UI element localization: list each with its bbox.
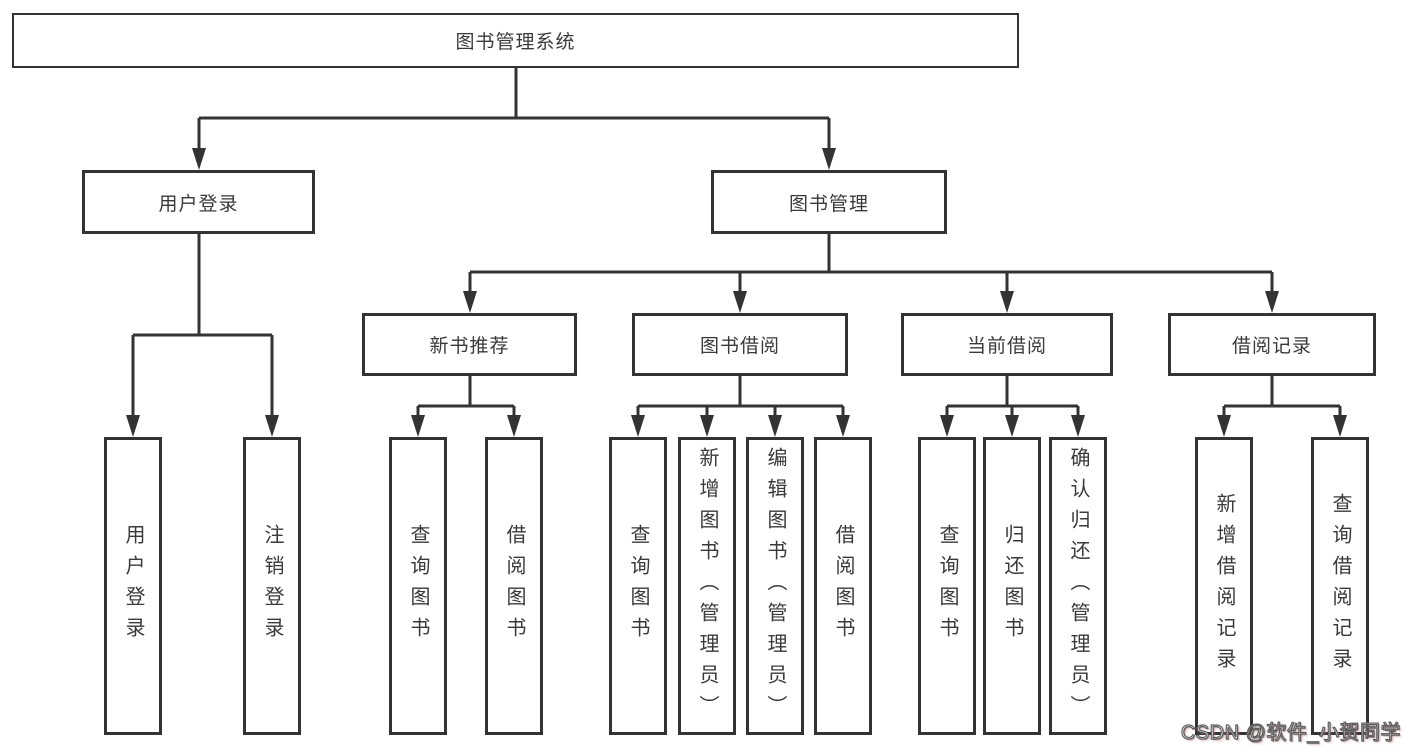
arrowheads (126, 148, 1347, 437)
node-label: 查询图书 (627, 524, 649, 648)
leaf-add-borrow-record: 新增借阅记录 (1195, 437, 1253, 735)
node-label: 借阅图书 (832, 524, 854, 648)
leaf-borrow-books-recommend: 借阅图书 (485, 437, 543, 735)
leaf-confirm-return-admin: 确认归还（管理员） (1049, 437, 1107, 735)
node-label: 借阅图书 (503, 524, 525, 648)
node-label: 确认归还（管理员） (1067, 446, 1089, 726)
leaf-query-books-current: 查询图书 (918, 437, 976, 735)
node-label: 新增借阅记录 (1213, 493, 1235, 679)
node-label: 新增图书（管理员） (696, 446, 718, 726)
leaf-borrow-books: 借阅图书 (814, 437, 872, 735)
leaf-return-books: 归还图书 (983, 437, 1041, 735)
node-current-borrow: 当前借阅 (901, 313, 1113, 376)
watermark: CSDN @软件_小贺同学 (1180, 721, 1401, 744)
leaf-edit-books-admin: 编辑图书（管理员） (746, 437, 804, 735)
leaf-add-books-admin: 新增图书（管理员） (678, 437, 736, 735)
node-library-management-system: 图书管理系统 (12, 13, 1019, 68)
node-label: 查询借阅记录 (1329, 493, 1351, 679)
node-label: 当前借阅 (966, 336, 1047, 357)
leaf-query-borrow-record: 查询借阅记录 (1311, 437, 1369, 735)
node-new-book-recommend: 新书推荐 (362, 313, 577, 376)
node-borrow-records: 借阅记录 (1168, 313, 1376, 376)
node-label: 用户登录 (158, 193, 239, 215)
node-label: 借阅记录 (1231, 336, 1312, 357)
node-book-borrow: 图书借阅 (632, 313, 848, 376)
node-user-login-branch: 用户登录 (82, 170, 315, 234)
node-label: 查询图书 (936, 524, 958, 648)
node-book-management-branch: 图书管理 (711, 170, 947, 234)
leaf-user-login: 用户登录 (104, 437, 162, 735)
node-label: 查询图书 (407, 524, 429, 648)
node-label: 归还图书 (1001, 524, 1023, 648)
leaf-logout: 注销登录 (243, 437, 301, 735)
node-label: 用户登录 (122, 524, 144, 648)
leaf-query-books-borrow: 查询图书 (609, 437, 667, 735)
node-label: 编辑图书（管理员） (764, 446, 786, 726)
leaf-query-books-recommend: 查询图书 (389, 437, 447, 735)
node-label: 图书管理 (788, 193, 869, 215)
node-label: 注销登录 (261, 524, 283, 648)
node-label: 新书推荐 (429, 336, 510, 357)
node-label: 图书管理系统 (455, 32, 576, 53)
node-label: 图书借阅 (699, 336, 780, 357)
